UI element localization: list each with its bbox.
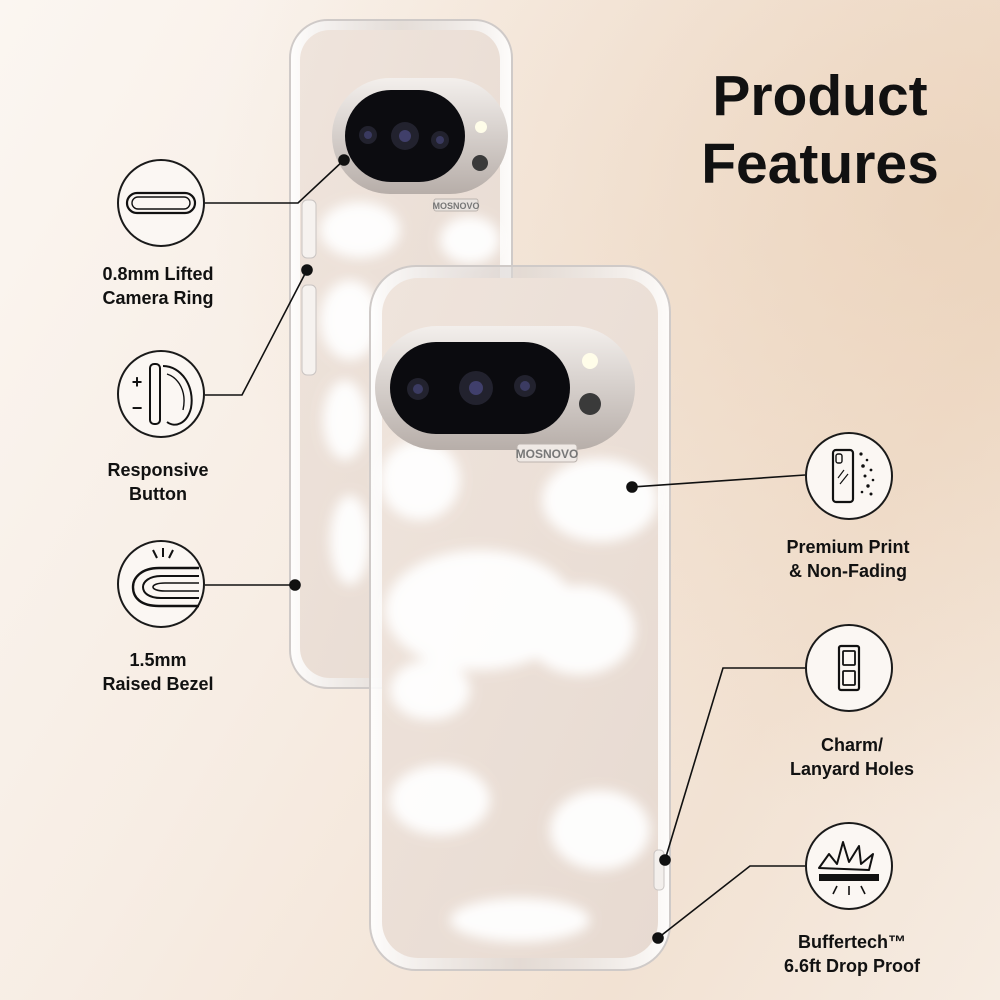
svg-text:MOSNOVO: MOSNOVO <box>432 201 479 211</box>
drop-proof-feature <box>805 822 893 910</box>
print-feature <box>805 432 893 520</box>
lanyard-label: Charm/ Lanyard Holes <box>789 735 915 779</box>
bezel-label: 1.5mm Raised Bezel <box>102 650 214 694</box>
bezel-feature <box>117 540 205 628</box>
svg-text:+: + <box>132 372 143 392</box>
lanyard-feature <box>805 624 893 712</box>
page-title: Product Features <box>701 64 939 196</box>
print-label: Premium Print & Non-Fading <box>786 537 910 581</box>
button-feature: + − <box>117 350 205 438</box>
print-icon <box>831 448 875 504</box>
button-icon: + − <box>132 363 193 426</box>
camera-ring-label: 0.8mm Lifted Camera Ring <box>102 264 214 308</box>
camera-ring-feature <box>117 159 205 247</box>
camera-ring-icon <box>125 191 197 215</box>
svg-text:−: − <box>132 398 143 418</box>
bezel-icon <box>131 548 199 608</box>
drop-proof-icon <box>818 841 879 895</box>
svg-text:MOSNOVO: MOSNOVO <box>516 447 579 461</box>
front-phone: MOSNOVO <box>369 265 671 971</box>
drop-proof-label: Buffertech™ 6.6ft Drop Proof <box>783 932 920 976</box>
button-label: Responsive Button <box>107 460 209 504</box>
lanyard-icon <box>837 644 861 692</box>
callout-lines <box>205 154 806 944</box>
